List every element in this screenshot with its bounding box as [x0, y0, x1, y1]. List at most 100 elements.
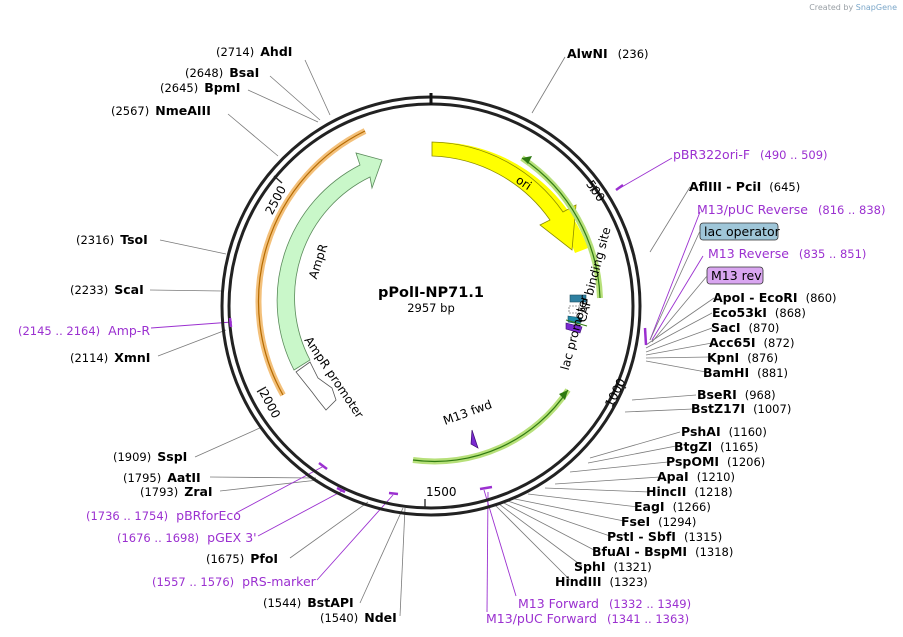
site-name-bstz17i: BstZ17I [691, 401, 745, 416]
site-pos-aatii: (1795) [123, 471, 161, 485]
site-pos-btgzi: (1165) [720, 440, 758, 454]
primer-pos-pgex3: (1676 .. 1698) [117, 531, 199, 545]
svg-text:(1540)NdeI: (1540) NdeI [320, 610, 397, 625]
svg-text:BtgZI(1165): BtgZI(1165) [674, 439, 758, 454]
site-name-bpmi: BpmI [204, 80, 240, 95]
svg-text:EagI(1266): EagI(1266) [634, 499, 711, 514]
svg-text:(2645)BpmI: (2645) BpmI [160, 80, 240, 95]
svg-text:AlwNI(236): AlwNI(236) [567, 46, 649, 61]
primer-pos-m13-puc-forward: (1341 .. 1363) [607, 612, 689, 626]
primer-name-m13-reverse: M13 Reverse [708, 246, 789, 261]
site-name-saci: SacI [711, 320, 741, 335]
svg-text:BseRI(968): BseRI(968) [697, 387, 776, 402]
site-pos-fsei: (1294) [658, 515, 696, 529]
site-name-pspomi: PspOMI [666, 454, 719, 469]
svg-text:AflIII - PciI(645): AflIII - PciI (645) [689, 179, 800, 194]
site-name-fsei: FseI [621, 514, 650, 529]
svg-text:(2648)BsaI: (2648)BsaI [185, 65, 259, 80]
site-pos-alwni: (236) [618, 47, 649, 61]
site-name-tsoi: TsoI [120, 232, 148, 247]
primer-name-m13-forward: M13 Forward [518, 596, 599, 611]
site-name-scai: ScaI [114, 282, 144, 297]
site-name-apoi-ecori: ApoI - EcoRI [713, 290, 798, 305]
svg-text:(2567)NmeAIII: (2567) NmeAIII [111, 103, 211, 118]
svg-text:ApaI(1210): ApaI(1210) [657, 469, 735, 484]
svg-text:(1795)AatII: (1795) AatII [123, 470, 201, 485]
lac-promoter-label: lac promoter [558, 294, 591, 372]
site-pos-scai: (2233) [70, 283, 108, 297]
svg-text:Eco53kI(868): Eco53kI(868) [712, 305, 806, 320]
svg-text:ApoI - EcoRI(860): ApoI - EcoRI (860) [713, 290, 837, 305]
svg-text:BstZ17I(1007): BstZ17I(1007) [691, 401, 791, 416]
primer-pos-prs-marker: (1557 .. 1576) [152, 575, 234, 589]
svg-text:(1676 .. 1698)pGEX 3': (1676 .. 1698) pGEX 3' [117, 530, 257, 545]
primer-name-m13-puc-forward: M13/pUC Forward [486, 611, 597, 626]
site-pos-sspi: (1909) [113, 450, 151, 464]
site-pos-saci: (870) [749, 321, 780, 335]
primer-pos-m13-puc-reverse: (816 .. 838) [818, 203, 886, 217]
site-pos-tsoi: (2316) [76, 233, 114, 247]
primer-name-pgex3: pGEX 3' [207, 530, 256, 545]
site-name-hincii: HincII [646, 484, 686, 499]
tick-marks [256, 175, 627, 509]
svg-text:HindIII(1323): HindIII (1323) [555, 574, 648, 589]
site-name-hindiii: HindIII [555, 574, 602, 589]
site-name-zrai: ZraI [184, 484, 212, 499]
site-pos-ndei: (1540) [320, 611, 358, 625]
ampr-label: AmpR [306, 242, 330, 280]
site-name-ndei: NdeI [364, 610, 397, 625]
m13-fwd-label: M13 fwd [441, 397, 494, 428]
site-pos-psti-sbfi: (1315) [684, 530, 722, 544]
site-pos-hincii: (1218) [694, 485, 732, 499]
primer-name-pbr322ori-f: pBR322ori-F [673, 147, 750, 162]
primer-pos-pbrforeco: (1736 .. 1754) [86, 509, 168, 523]
primer-pos-m13-reverse: (835 .. 851) [799, 247, 867, 261]
site-name-aatii: AatII [167, 470, 200, 485]
site-pos-acc65i: (872) [764, 336, 795, 350]
site-pos-eco53ki: (868) [775, 306, 806, 320]
svg-text:SacI(870): SacI (870) [711, 320, 779, 335]
primer-name-amp-r: Amp-R [108, 323, 150, 338]
tick-label-1500: 1500 [426, 485, 457, 499]
site-pos-nmeaiii: (2567) [111, 104, 149, 118]
leader-lines [149, 56, 715, 617]
svg-text:(2114)XmnI: (2114)XmnI [70, 350, 150, 365]
site-pos-hindiii: (1323) [610, 575, 648, 589]
site-name-kpni: KpnI [707, 350, 739, 365]
site-pos-ahdi: (2714) [216, 45, 254, 59]
site-name-bstapi: BstAPI [307, 595, 353, 610]
credit: Created by SnapGene [809, 3, 897, 12]
site-name-sphi: SphI [574, 559, 606, 574]
svg-text:(1793)ZraI: (1793) ZraI [140, 484, 213, 499]
site-pos-eagi: (1266) [673, 500, 711, 514]
lac-operator-box: lac operator [699, 222, 781, 241]
site-pos-kpni: (876) [747, 351, 778, 365]
svg-text:BfuAI - BspMI(1318): BfuAI - BspMI(1318) [592, 544, 733, 559]
site-pos-bsai: (2648) [185, 66, 223, 80]
right-sites: AlwNI(236) AflIII - PciI (645) ApoI - Eco… [555, 46, 837, 589]
site-pos-bpmi: (2645) [160, 81, 198, 95]
site-name-bfuai-bspmi: BfuAI - BspMI [592, 544, 687, 559]
primer-labels: pBR322ori-F(490 .. 509) M13/pUC Reverse(… [18, 147, 885, 626]
primer-pos-m13-forward: (1332 .. 1349) [609, 597, 691, 611]
svg-text:PspOMI(1206): PspOMI(1206) [666, 454, 765, 469]
site-name-afliii-pcii: AflIII - PciI [689, 179, 761, 194]
ori-feature: ori [431, 141, 588, 253]
svg-text:PshAI(1160): PshAI(1160) [681, 424, 767, 439]
m13-fwd-highlight [412, 388, 571, 465]
site-name-psti-sbfi: PstI - SbfI [607, 529, 676, 544]
credit-prefix: Created by [809, 3, 854, 12]
svg-text:(1544)BstAPI: (1544)BstAPI [263, 595, 354, 610]
site-pos-apai: (1210) [697, 470, 735, 484]
plasmid-length: 2957 bp [407, 301, 455, 315]
site-pos-zrai: (1793) [140, 485, 178, 499]
site-name-nmeaiii: NmeAIII [155, 103, 211, 118]
ampr-promoter-arrow [295, 361, 337, 411]
primer-marks [228, 183, 648, 496]
svg-text:M13 Forward(1332 .. 1349): M13 Forward (1332 .. 1349) [518, 596, 691, 611]
site-pos-apoi-ecori: (860) [806, 291, 837, 305]
site-name-bamhi: BamHI [703, 365, 749, 380]
site-pos-afliii-pcii: (645) [769, 180, 800, 194]
svg-text:SphI(1321): SphI(1321) [574, 559, 652, 574]
svg-text:M13 Reverse(835 .. 851): M13 Reverse (835 .. 851) [708, 246, 866, 261]
